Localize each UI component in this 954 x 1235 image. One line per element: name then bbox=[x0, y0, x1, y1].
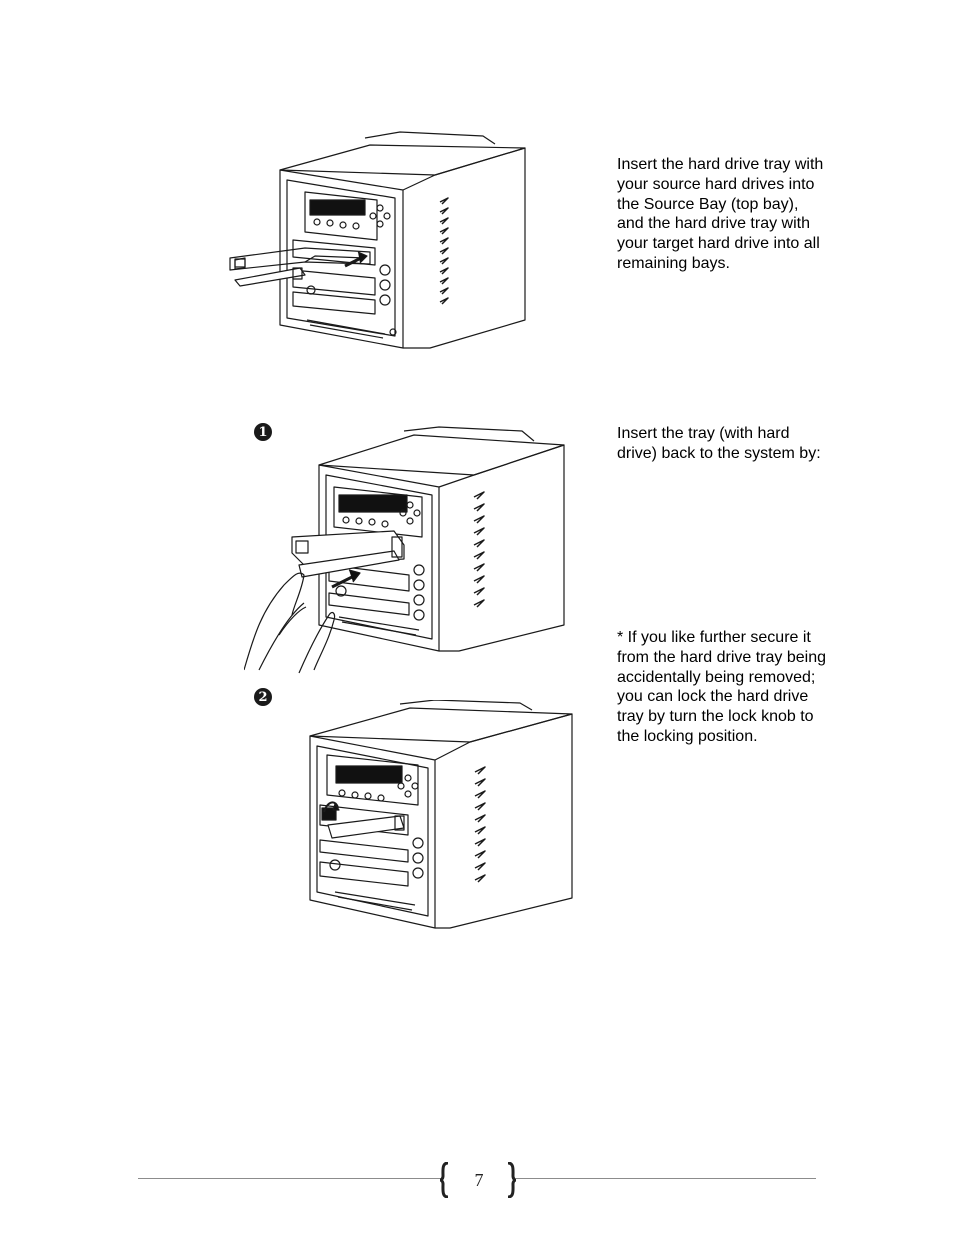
text-line: Insert the tray (with hard bbox=[617, 425, 790, 442]
text-line: remaining bays. bbox=[617, 254, 730, 272]
instruction-lock-knob-note: * If you like further secure it from the… bbox=[617, 628, 853, 747]
text-line: your target hard drive into all bbox=[617, 235, 820, 253]
footer-rule-right bbox=[516, 1178, 816, 1179]
lock-knob-illustration bbox=[309, 700, 573, 929]
footer-bracket-right bbox=[507, 1162, 516, 1198]
duplicator-tray-insert-illustration bbox=[229, 131, 526, 349]
text-line: your source hard drives into bbox=[617, 175, 815, 193]
text-line: the Source Bay (top bay), bbox=[617, 195, 799, 213]
text-line: * If you like further secure it bbox=[617, 629, 811, 646]
instruction-insert-trays: Insert the hard drive tray with your sou… bbox=[617, 155, 853, 274]
footer-bracket-left bbox=[440, 1162, 449, 1198]
instruction-insert-tray-back: Insert the tray (with hard drive) back t… bbox=[617, 424, 853, 464]
footer-rule-left bbox=[138, 1178, 442, 1179]
step-1-badge: 1 bbox=[254, 423, 272, 441]
text-line: from the hard drive tray being bbox=[617, 648, 826, 666]
text-line: accidentally being removed; bbox=[617, 668, 816, 686]
text-line: drive) back to the system by: bbox=[617, 444, 821, 462]
text-line: you can lock the hard drive bbox=[617, 688, 809, 706]
text-line: and the hard drive tray with bbox=[617, 215, 810, 233]
text-line: Insert the hard drive tray with bbox=[617, 156, 824, 173]
step-2-badge: 2 bbox=[254, 688, 272, 706]
page-number: 7 bbox=[474, 1170, 484, 1190]
text-line: tray by turn the lock knob to bbox=[617, 708, 814, 726]
hand-inserting-tray-illustration bbox=[244, 426, 565, 674]
text-line: the locking position. bbox=[617, 727, 758, 745]
